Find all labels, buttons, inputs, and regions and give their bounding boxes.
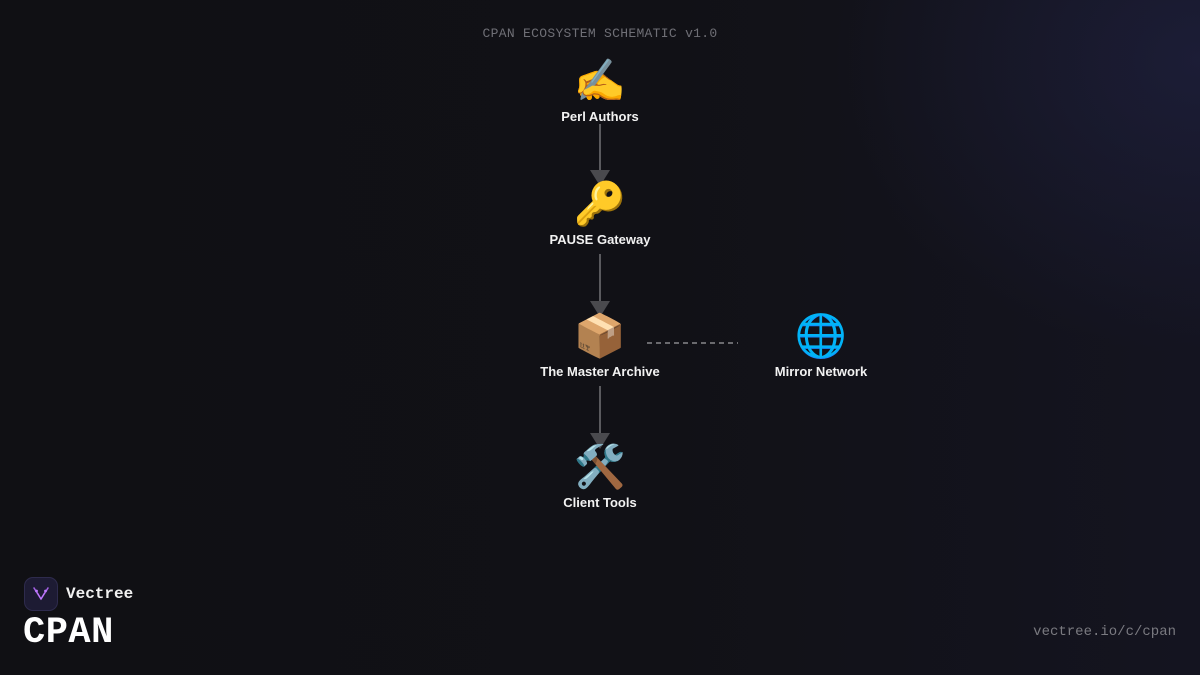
writing-hand-icon: ✍️ (573, 57, 627, 104)
node-master-archive: 📦 The Master Archive (500, 310, 700, 379)
node-pause-gateway: 🔑 PAUSE Gateway (500, 178, 700, 247)
node-perl-authors: ✍️ Perl Authors (500, 55, 700, 124)
schematic-title: CPAN ECOSYSTEM SCHEMATIC v1.0 (482, 26, 718, 41)
node-label: Client Tools (563, 495, 637, 510)
key-icon: 🔑 (573, 180, 627, 227)
node-label: The Master Archive (540, 364, 660, 379)
node-label: PAUSE Gateway (549, 232, 651, 247)
brand: Vectree (24, 577, 133, 611)
arrowhead-pause (590, 170, 610, 186)
arrowhead-archive (590, 301, 610, 317)
vectree-logo-icon (24, 577, 58, 611)
arrowhead-tools (590, 433, 610, 449)
source-url: vectree.io/c/cpan (1033, 624, 1176, 640)
globe-icon: 🌐 (794, 312, 848, 359)
node-mirror-network: 🌐 Mirror Network (721, 310, 921, 379)
node-client-tools: 🛠️ Client Tools (500, 441, 700, 510)
node-label: Mirror Network (774, 364, 868, 379)
tools-icon: 🛠️ (573, 443, 627, 490)
brand-name: Vectree (66, 585, 134, 603)
node-label: Perl Authors (561, 109, 639, 124)
product-title: CPAN (23, 612, 114, 654)
package-icon: 📦 (573, 312, 627, 359)
